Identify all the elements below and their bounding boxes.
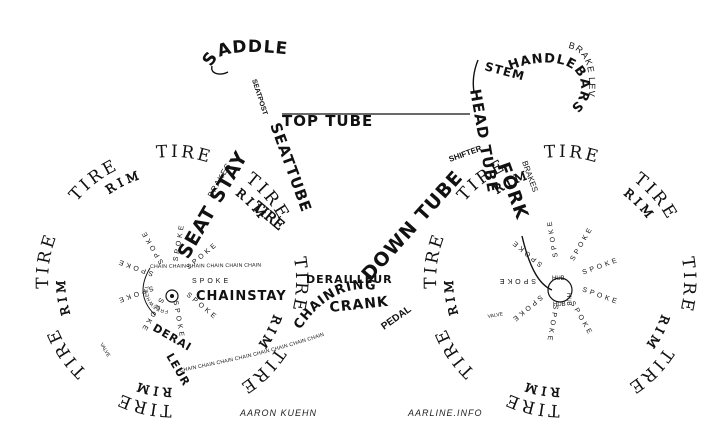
front-rim-text-5: RIM xyxy=(642,313,673,354)
front-rim-text-2: RIM xyxy=(442,276,461,317)
rear-tire-text-7: TIRE xyxy=(287,256,311,316)
front-spoke-1: SPOKE xyxy=(581,286,620,306)
rear-axle-dot xyxy=(170,294,174,298)
hub-label-bottom: HUB xyxy=(553,302,566,308)
front-spoke-8: SPOKE xyxy=(569,225,595,262)
freewheel-inner-ring xyxy=(165,289,179,303)
brake-lever-label: BRAKE LEVER xyxy=(0,0,597,98)
front-spoke-4: SPOKE xyxy=(509,293,543,324)
rear-wheel: TIRE TIRE TIRE TIRE TIRE TIRE TIRE TIRE … xyxy=(33,142,311,420)
top-tube-label: TOP TUBE xyxy=(282,112,373,130)
site-credit: AARLINE.INFO xyxy=(408,408,483,418)
chain-top-label: CHAIN CHAIN CHAIN CHAIN CHAIN CHAIN xyxy=(150,263,262,270)
chainstay-label: CHAINSTAY xyxy=(196,289,287,304)
down-tube-label: DOWN TUBE xyxy=(357,166,467,285)
fork-blade xyxy=(521,235,553,291)
front-tire-text-8: TIRE xyxy=(623,345,677,399)
front-tire-text-7: TIRE xyxy=(675,256,699,316)
front-tire-text-2: TIRE xyxy=(431,324,479,382)
front-spoke-2: SPOKE xyxy=(569,300,595,337)
seatpost-label: SEATPOST xyxy=(250,78,268,116)
crank-label: CRANK xyxy=(329,294,390,316)
front-spoke-9: SPOKE xyxy=(582,257,621,277)
front-derailleur-label: DERAILLEUR xyxy=(306,273,393,286)
rear-tire-text-5: TIRE xyxy=(155,142,215,168)
front-spoke-7: SPOKE xyxy=(546,218,560,258)
rear-spokes: SPOKE SPOKE SPOKE SPOKE SPOKE SPOKE SPOK… xyxy=(115,222,231,340)
front-spoke-5: SPOKE xyxy=(497,277,536,284)
handlebars-label: HANDLEBARS xyxy=(506,51,592,115)
rear-spoke-1: SPOKE xyxy=(192,278,231,285)
chain-wrap xyxy=(142,267,156,316)
rear-rim-text-2: RIM xyxy=(54,276,73,317)
chain-bottom-label: CHAIN CHAIN CHAIN CHAIN CHAIN CHAIN CHAI… xyxy=(179,332,325,374)
front-valve-label: VALVE xyxy=(487,311,504,320)
stem-neck xyxy=(472,59,479,93)
rear-tire-text-2: TIRE xyxy=(43,324,91,382)
rear-derailleur-label-1: DERAI xyxy=(151,321,195,354)
saddle-tail xyxy=(211,65,229,75)
front-hub: HUB HUB HUB xyxy=(547,276,573,308)
hub-label-right: HUB xyxy=(565,293,571,306)
author-credit: AARON KUEHN xyxy=(240,408,318,418)
rear-spoke-7: SPOKE xyxy=(140,228,166,265)
front-spoke-3: SPOKE xyxy=(545,304,559,344)
rear-valve-label: VALVE xyxy=(98,342,111,359)
hub-label-top: HUB xyxy=(552,276,565,282)
saddle-label: SADDLE xyxy=(199,37,289,70)
front-tire-text-5: TIRE xyxy=(543,142,603,168)
rear-spoke-6: SPOKE xyxy=(115,257,154,277)
hub-ring xyxy=(547,277,573,303)
